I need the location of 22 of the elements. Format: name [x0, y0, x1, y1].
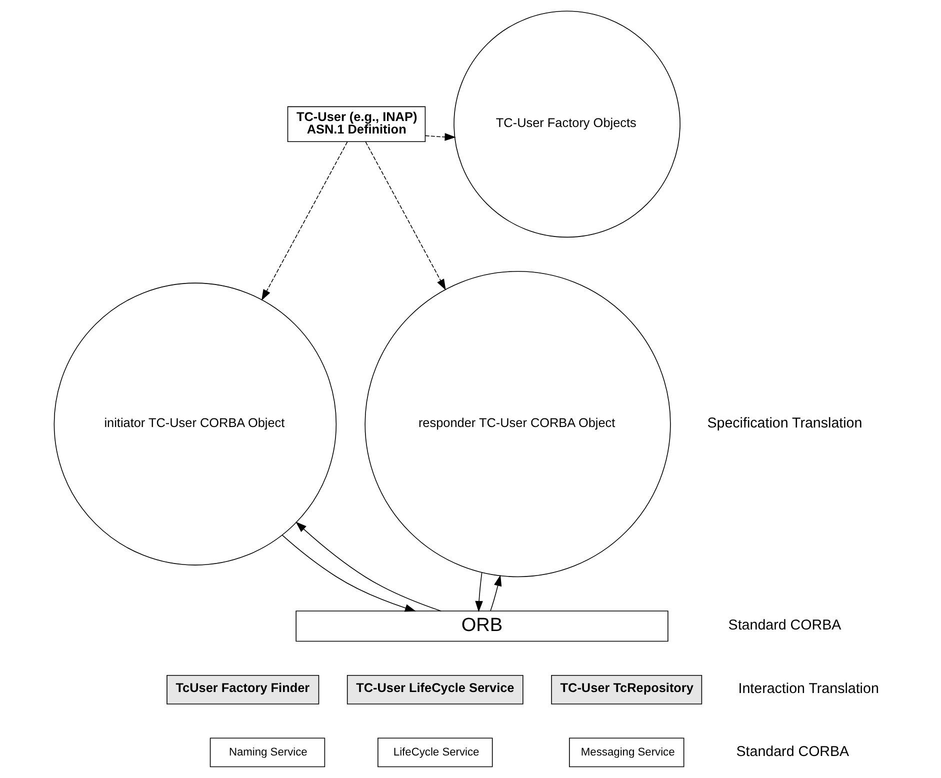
- node-box: ORB: [296, 610, 668, 642]
- node-box: Naming Service: [210, 738, 326, 768]
- node-box: Messaging Service: [569, 738, 684, 768]
- arrow: [282, 534, 416, 612]
- label: Standard CORBA: [736, 744, 850, 760]
- arrow: [296, 522, 442, 612]
- label: Specification Translation: [707, 416, 862, 432]
- arrow: [475, 572, 483, 612]
- node-box: TC-User TcRepository: [551, 675, 702, 704]
- node-box: TC-User LifeCycle Service: [346, 675, 524, 704]
- arrow: [365, 141, 446, 290]
- node-box: TC-User (e.g., INAP) ASN.1 Definition: [287, 106, 426, 142]
- node-box: LifeCycle Service: [378, 738, 493, 768]
- node-box: TcUser Factory Finder: [166, 675, 320, 704]
- arrow: [490, 574, 502, 612]
- label: Standard CORBA: [728, 618, 842, 634]
- label: Interaction Translation: [738, 681, 879, 698]
- arrow: [424, 133, 456, 141]
- node-circle: initiator TC-User CORBA Object: [54, 282, 337, 566]
- node-circle: TC-User Factory Objects: [454, 10, 680, 238]
- node-circle: responder TC-User CORBA Object: [364, 270, 671, 578]
- arrow: [261, 141, 348, 301]
